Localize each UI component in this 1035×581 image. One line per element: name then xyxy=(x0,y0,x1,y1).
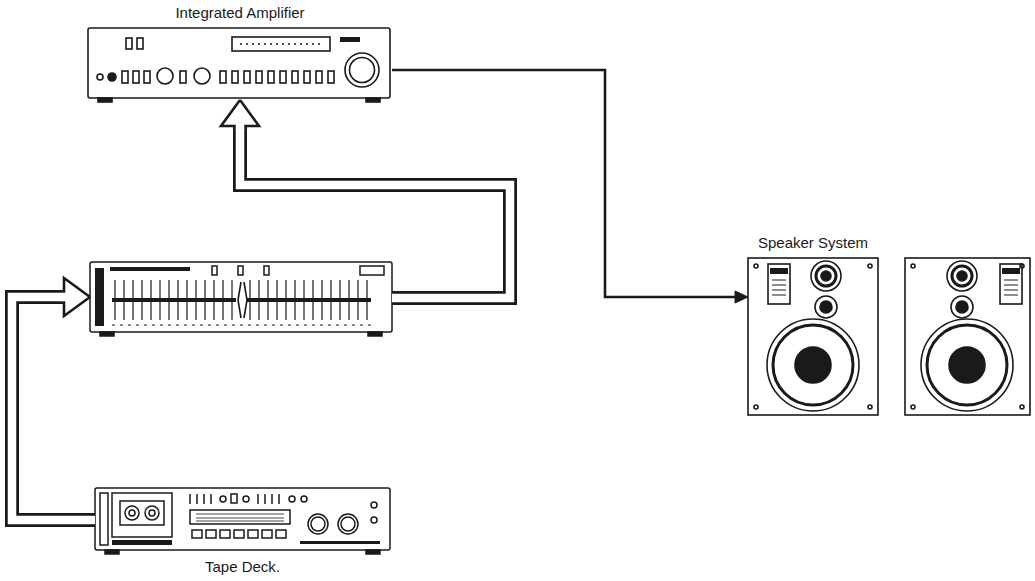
device-node: Tape Deck. xyxy=(95,486,390,576)
tape-deck-drawing xyxy=(95,488,390,554)
signal-connector xyxy=(392,70,748,303)
device-label: Tape Deck. xyxy=(205,558,280,576)
arrow-head xyxy=(64,278,90,316)
pipe-channel xyxy=(240,126,510,298)
pipe-channel xyxy=(12,297,95,520)
amplifier-drawing xyxy=(88,28,390,102)
device-node xyxy=(90,262,392,334)
signal-connector xyxy=(12,278,95,520)
device-label: Speaker System xyxy=(748,234,878,252)
equalizer-drawing xyxy=(90,262,392,336)
signal-connector xyxy=(221,100,510,298)
device-node: Integrated Amplifier xyxy=(88,4,392,100)
arrow-head xyxy=(221,100,259,126)
arrow-throat xyxy=(236,123,245,129)
speaker-drawing xyxy=(748,258,1030,415)
arrow-throat xyxy=(61,293,67,302)
device-node: Speaker System xyxy=(748,234,1031,416)
pipe-outline xyxy=(240,126,510,298)
pipe-outline xyxy=(12,297,95,520)
device-label: Integrated Amplifier xyxy=(175,4,304,22)
wire-line xyxy=(392,70,735,297)
arrow-head xyxy=(735,291,748,303)
